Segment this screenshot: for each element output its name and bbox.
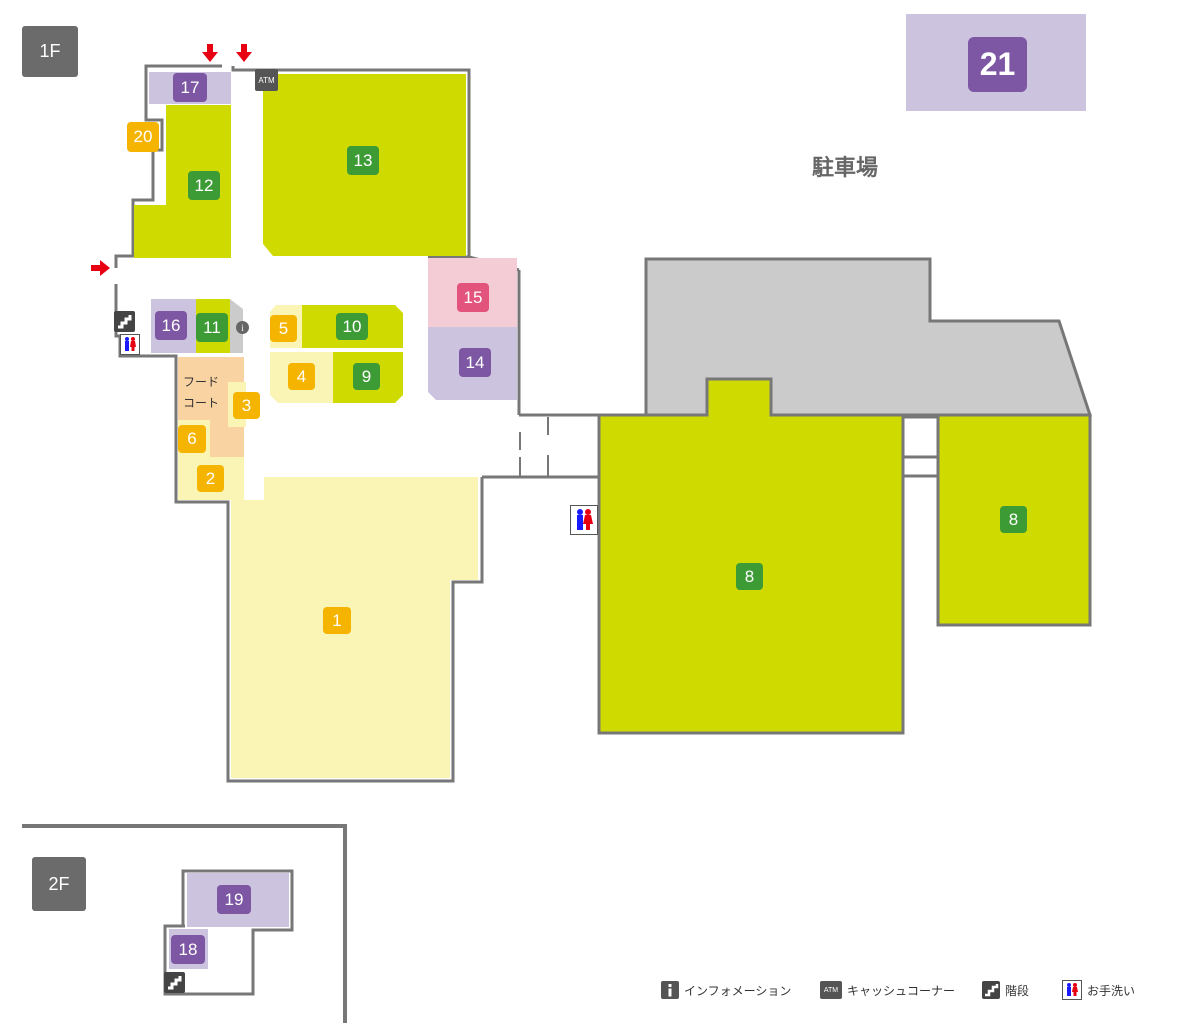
store-badge-19[interactable]: 19 — [217, 885, 251, 914]
store-badge-8[interactable]: 8 — [736, 563, 763, 590]
food-court-label: フード コート — [183, 372, 219, 414]
entrance-arrow-left — [91, 260, 110, 276]
store-badge-9[interactable]: 9 — [353, 363, 380, 390]
store-badge-2[interactable]: 2 — [197, 465, 224, 492]
legend-atm: ATM キャッシュコーナー — [820, 978, 955, 1002]
legend-stairs-label: 階段 — [1005, 983, 1030, 998]
store-badge-18[interactable]: 18 — [171, 935, 205, 964]
store-badge-20[interactable]: 20 — [127, 122, 159, 152]
entrance-arrow-top-right — [236, 44, 252, 62]
store-badge-14[interactable]: 14 — [459, 348, 491, 377]
building-outline — [114, 64, 1093, 783]
restroom-icon-corridor[interactable] — [570, 505, 598, 535]
store-badge-3[interactable]: 3 — [233, 392, 260, 419]
food-court-label-line1: フード — [183, 375, 220, 389]
restroom-icon[interactable] — [120, 334, 140, 355]
store-badge-5[interactable]: 5 — [270, 315, 297, 342]
floor-tag-2f[interactable]: 2F — [32, 857, 86, 911]
store-badge-1[interactable]: 1 — [323, 607, 351, 634]
small-room — [901, 415, 940, 459]
legend-restroom: お手洗い — [1062, 978, 1135, 1002]
store-badge-12[interactable]: 12 — [188, 171, 220, 200]
store-badge-8[interactable]: 8 — [1000, 506, 1027, 533]
store-badge-11[interactable]: 11 — [196, 313, 228, 342]
store-badge-6[interactable]: 6 — [178, 425, 206, 453]
store-badge-16[interactable]: 16 — [155, 311, 187, 340]
legend-info: インフォメーション — [661, 978, 791, 1002]
legend-stairs: 階段 — [982, 978, 1029, 1002]
parking-label: 駐車場 — [812, 156, 879, 181]
stairs-icon[interactable] — [114, 311, 135, 332]
store-area-12[interactable] — [134, 105, 231, 258]
atm-marker[interactable]: ATM — [255, 69, 278, 91]
legend-atm-label: キャッシュコーナー — [847, 983, 956, 998]
info-icon — [661, 981, 679, 999]
legend-info-label: インフォメーション — [684, 983, 792, 998]
store-area-8-main[interactable] — [597, 377, 905, 735]
store-badge-10[interactable]: 10 — [336, 313, 368, 340]
legend-restroom-label: お手洗い — [1087, 983, 1136, 998]
food-court-label-line2: コート — [183, 396, 220, 410]
store-badge-4[interactable]: 4 — [288, 363, 315, 390]
stairs-icon-2f[interactable] — [164, 972, 185, 993]
store-badge-13[interactable]: 13 — [347, 146, 379, 175]
restroom-legend-icon — [1062, 980, 1082, 1000]
store-badge-15[interactable]: 15 — [457, 283, 489, 312]
entrance-arrow-top-left — [202, 44, 218, 62]
info-marker[interactable]: i — [236, 321, 249, 334]
atm-icon: ATM — [820, 981, 842, 999]
stairs-legend-icon — [982, 981, 1000, 999]
parking-number-badge[interactable]: 21 — [968, 37, 1027, 92]
second-floor-outline — [22, 824, 347, 1023]
store-badge-17[interactable]: 17 — [173, 73, 207, 102]
floor-tag-1f[interactable]: 1F — [22, 26, 78, 77]
store-area-1[interactable] — [231, 477, 478, 778]
